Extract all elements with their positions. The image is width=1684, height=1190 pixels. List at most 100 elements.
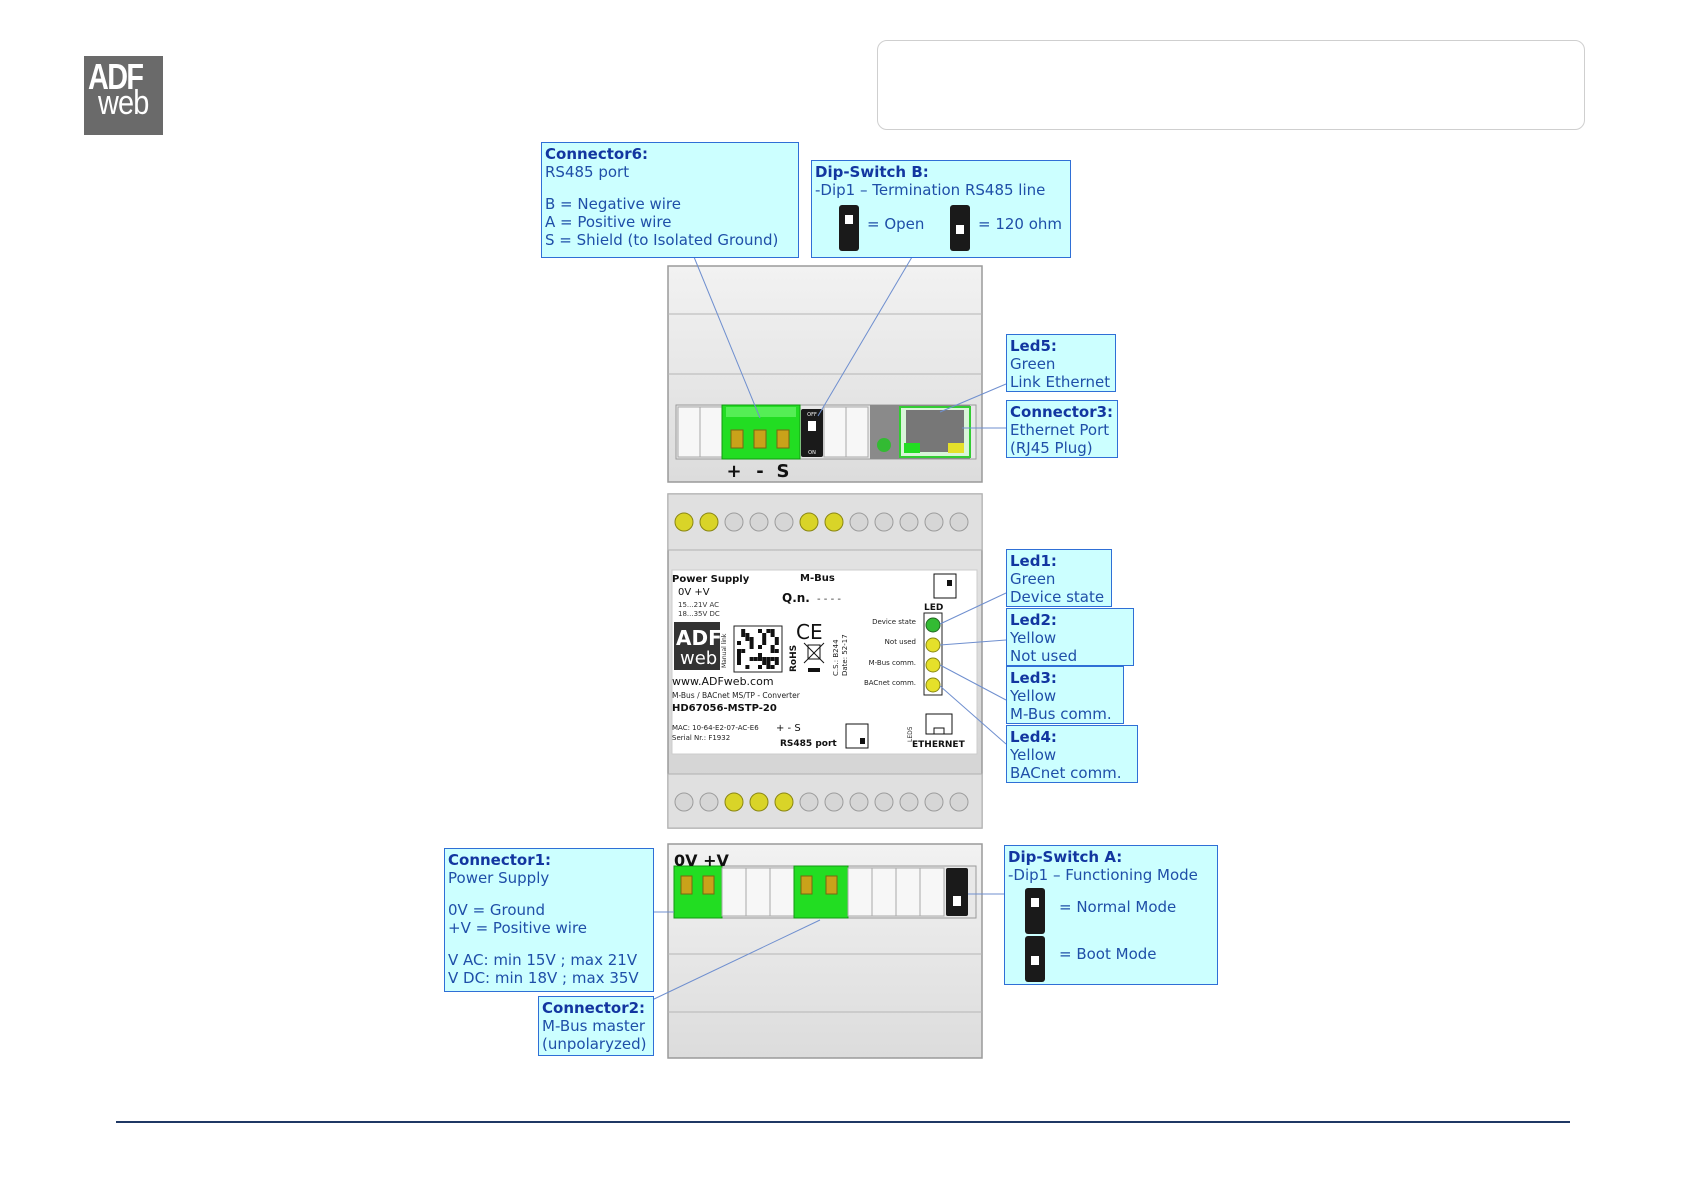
callout-led5-line: Link Ethernet	[1010, 373, 1111, 391]
callout-led1-line: Device state	[1010, 588, 1105, 606]
logo-text-web: web	[98, 84, 149, 122]
label-rohs: RoHS	[789, 645, 799, 672]
callout-connector1-line: +V = Positive wire	[448, 919, 588, 937]
label-logo-adf: ADF	[676, 626, 722, 650]
callout-led1: Led1: Green Device state	[1006, 549, 1112, 607]
label-ce: CE	[796, 620, 823, 644]
callout-led2-line: Not used	[1010, 647, 1078, 665]
label-ethernet: ETHERNET	[912, 740, 966, 750]
led4-yellow	[925, 677, 941, 693]
dip-boot-mode-label: = Boot Mode	[1059, 945, 1157, 963]
label-logo-web: web	[680, 648, 717, 669]
indicator-led	[749, 512, 769, 532]
label-led-mbus-comm: M-Bus comm.	[869, 659, 916, 667]
indicator-led-lit	[724, 792, 744, 812]
callout-connector6-line: A = Positive wire	[545, 213, 672, 231]
led1-green	[925, 617, 941, 633]
label-power-supply: Power Supply	[672, 574, 750, 585]
callout-led2: Led2: Yellow Not used	[1006, 608, 1134, 666]
led3-yellow	[925, 657, 941, 673]
callout-led4-title: Led4:	[1010, 728, 1057, 746]
logo-text-adf: ADF	[88, 56, 144, 97]
indicator-led-lit	[799, 512, 819, 532]
terminal-minus: -	[756, 461, 763, 482]
callout-connector3: Connector3: Ethernet Port (RJ45 Plug)	[1006, 400, 1118, 458]
terminal-0v-plusv: 0V +V	[674, 851, 730, 870]
callout-dipswitch-a-line1: -Dip1 – Functioning Mode	[1008, 866, 1198, 884]
callout-connector6-line: B = Negative wire	[545, 195, 681, 213]
indicator-led-lit	[774, 792, 794, 812]
callout-connector2-line: (unpolaryzed)	[542, 1035, 647, 1053]
callout-connector6-line: S = Shield (to Isolated Ground)	[545, 231, 779, 249]
adfweb-logo: ADF web	[84, 56, 163, 135]
callout-dipswitch-b-title: Dip-Switch B:	[815, 163, 929, 181]
terminal-plus: +	[726, 461, 741, 482]
callout-connector1-line: 0V = Ground	[448, 901, 546, 919]
callout-led1-title: Led1:	[1010, 552, 1057, 570]
footer-divider	[116, 1121, 1570, 1123]
callout-connector6: Connector6: RS485 port B = Negative wire…	[541, 142, 799, 258]
indicator-led	[924, 792, 944, 812]
dip-b-on-label: ON	[808, 450, 816, 456]
callout-led4-line: BACnet comm.	[1010, 764, 1122, 782]
dip-boot-mode-icon	[1025, 936, 1045, 982]
label-cs: C.S.: B244	[832, 639, 840, 676]
label-qn-value: - - - -	[817, 594, 841, 605]
callout-led5: Led5: Green Link Ethernet	[1006, 334, 1116, 392]
indicator-led	[874, 792, 894, 812]
indicator-led	[849, 512, 869, 532]
callout-led2-line: Yellow	[1010, 629, 1057, 647]
dip-120ohm-label: = 120 ohm	[978, 215, 1063, 233]
label-rs485-port: RS485 port	[780, 739, 837, 749]
label-qn: Q.n.	[782, 591, 810, 605]
indicator-led	[799, 792, 819, 812]
indicator-led	[949, 512, 969, 532]
indicator-led	[849, 792, 869, 812]
callout-led5-title: Led5:	[1010, 337, 1057, 355]
label-led-not-used: Not used	[885, 638, 916, 646]
label-mbus: M-Bus	[800, 573, 835, 584]
callout-connector1-title: Connector1:	[448, 851, 552, 869]
middle-module: Power Supply M-Bus 0V +V 15...21V AC 18.…	[667, 493, 983, 829]
label-rs485-terminals: + - S	[776, 723, 801, 734]
indicator-led	[699, 792, 719, 812]
callout-dipswitch-a: Dip-Switch A: -Dip1 – Functioning Mode =…	[1004, 845, 1218, 985]
callout-dipswitch-a-title: Dip-Switch A:	[1008, 848, 1123, 866]
label-serial: Serial Nr.: F1932	[672, 734, 730, 742]
label-manual-link: Manual link	[721, 633, 728, 668]
callout-led4: Led4: Yellow BACnet comm.	[1006, 725, 1138, 783]
callout-connector1-line: V DC: min 18V ; max 35V	[448, 969, 639, 987]
callout-led5-line: Green	[1010, 355, 1056, 373]
callout-connector6-title: Connector6:	[545, 145, 649, 163]
label-ov-v: 0V +V	[678, 587, 710, 598]
label-led-header: LED	[924, 603, 943, 613]
leader-lines	[651, 256, 1007, 1001]
indicator-led	[824, 792, 844, 812]
label-date: Date: 52-17	[841, 634, 849, 676]
label-led5: LED5	[907, 726, 914, 742]
top-module: OFF ON + - S	[667, 265, 983, 483]
indicator-led	[899, 512, 919, 532]
label-model: HD67056-MSTP-20	[672, 703, 777, 714]
indicator-led	[674, 792, 694, 812]
label-dc-range: 18...35V DC	[678, 610, 720, 618]
label-description: M-Bus / BACnet MS/TP - Converter	[672, 691, 801, 700]
indicator-led	[874, 512, 894, 532]
indicator-led	[949, 792, 969, 812]
led5-green	[877, 438, 891, 452]
terminal-s: S	[777, 461, 790, 482]
label-led-device-state: Device state	[872, 618, 916, 626]
callout-led3: Led3: Yellow M-Bus comm.	[1006, 666, 1124, 724]
dip-normal-mode-icon	[1025, 888, 1045, 934]
dip-open-icon	[839, 205, 859, 251]
callout-dipswitch-b: Dip-Switch B: -Dip1 – Termination RS485 …	[811, 160, 1071, 258]
callout-led3-line: Yellow	[1010, 687, 1057, 705]
indicator-led	[774, 512, 794, 532]
indicator-led	[899, 792, 919, 812]
callout-dipswitch-b-line1: -Dip1 – Termination RS485 line	[815, 181, 1046, 199]
led2-yellow	[925, 637, 941, 653]
callout-connector1-line: V AC: min 15V ; max 21V	[448, 951, 638, 969]
callout-connector6-line: RS485 port	[545, 163, 630, 181]
callout-connector1: Connector1: Power Supply 0V = Ground +V …	[444, 848, 654, 992]
